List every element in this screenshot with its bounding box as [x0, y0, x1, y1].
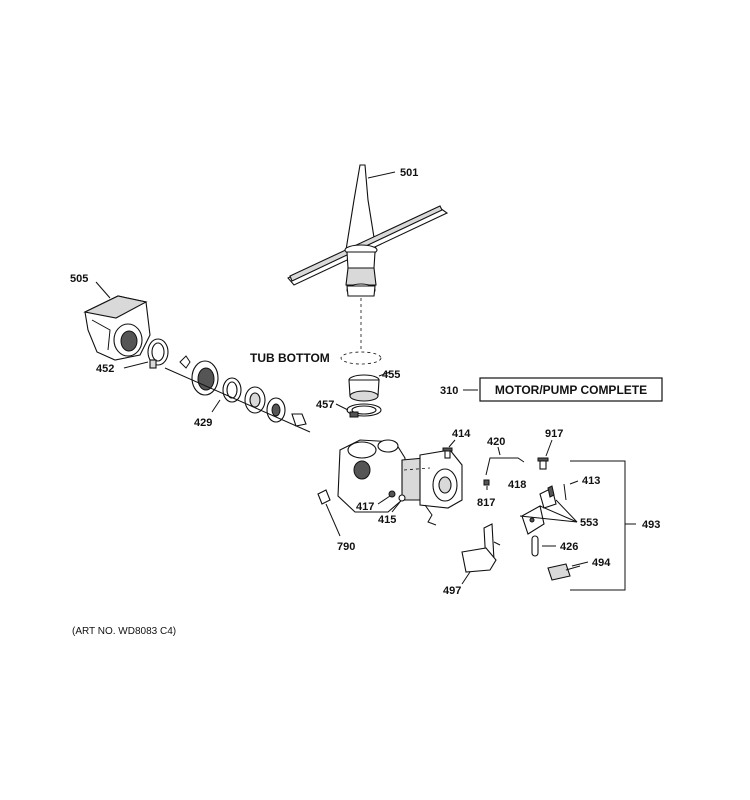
clip-790[interactable] [317, 489, 331, 505]
pump-motor-assembly[interactable] [337, 439, 463, 526]
seal-kit-parts[interactable] [179, 355, 307, 427]
screw-414[interactable] [442, 447, 453, 459]
screw-917[interactable] [537, 457, 549, 470]
label-457: 457 [316, 399, 334, 411]
label-505: 505 [70, 273, 88, 285]
label-497: 497 [443, 585, 461, 597]
label-817: 817 [477, 497, 495, 509]
label-494: 494 [592, 557, 611, 569]
label-917: 917 [545, 428, 563, 440]
label-501: 501 [400, 167, 418, 179]
clamp-bottom-part[interactable] [346, 403, 382, 418]
label-415: 415 [378, 514, 396, 526]
label-452: 452 [96, 363, 114, 375]
label-790: 790 [337, 541, 355, 553]
label-310: 310 [440, 385, 458, 397]
part-413[interactable] [563, 483, 567, 501]
label-426: 426 [560, 541, 578, 553]
spray-arm-part[interactable] [287, 164, 449, 297]
tube-420[interactable] [485, 457, 525, 476]
label-420: 420 [487, 436, 505, 448]
label-493: 493 [642, 519, 660, 531]
label-418: 418 [508, 479, 526, 491]
bracket-497[interactable] [461, 523, 501, 573]
pin-426[interactable] [531, 535, 539, 557]
label-429: 429 [194, 417, 212, 429]
tub-bottom-label: TUB BOTTOM [250, 351, 330, 365]
screw-817[interactable] [483, 479, 490, 486]
label-553: 553 [580, 517, 598, 529]
tub-bottom-ring [340, 351, 382, 365]
motor-pump-complete-label: MOTOR/PUMP COMPLETE [495, 383, 647, 397]
label-414: 414 [452, 428, 471, 440]
motor-pump-complete-box[interactable]: MOTOR/PUMP COMPLETE [479, 377, 663, 402]
part-553[interactable] [521, 505, 545, 535]
art-number: (ART NO. WD8083 C4) [72, 626, 176, 637]
housing-part[interactable] [83, 295, 151, 361]
clamp-left-part[interactable] [147, 338, 169, 369]
washer-415[interactable] [398, 494, 406, 502]
label-413: 413 [582, 475, 600, 487]
nut-417[interactable] [388, 490, 396, 498]
label-455: 455 [382, 369, 400, 381]
label-417: 417 [356, 501, 374, 513]
harness-494[interactable] [547, 563, 581, 581]
part-418-bracket[interactable] [539, 485, 557, 509]
seal-part[interactable] [348, 374, 380, 402]
